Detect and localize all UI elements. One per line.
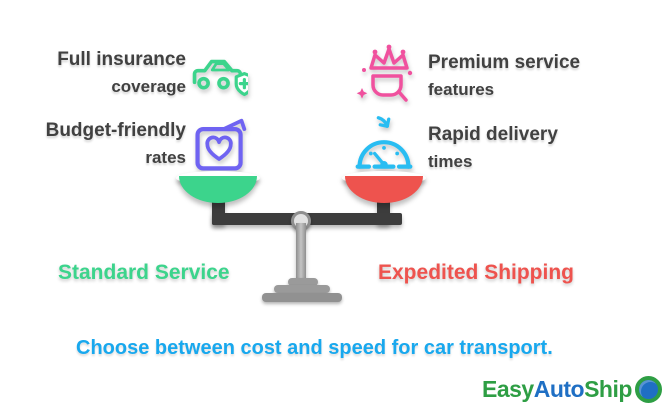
feature-line2: times	[428, 151, 473, 171]
logo-word-auto: Auto	[533, 376, 585, 402]
feature-label-premium: Premium service features	[428, 51, 613, 101]
scale-pan-right	[345, 176, 423, 203]
feature-line2: rates	[145, 147, 186, 167]
caption: Choose between cost and speed for car tr…	[76, 337, 553, 359]
scale-base	[262, 293, 342, 302]
scale-pole	[296, 223, 306, 281]
feature-label-insurance: Full insurance coverage	[14, 48, 186, 98]
feature-line2: coverage	[111, 76, 186, 96]
premium-crown-icon	[354, 40, 418, 113]
care-package-icon	[190, 116, 250, 179]
logo-word-ship: Ship	[584, 376, 632, 402]
logo-globe-icon	[634, 376, 662, 403]
speedometer-icon	[350, 114, 418, 181]
feature-label-budget: Budget-friendly rates	[14, 119, 186, 169]
logo-word-easy: Easy	[482, 376, 534, 402]
standard-service-label: Standard Service	[58, 261, 230, 284]
car-insurance-icon	[190, 44, 255, 111]
feature-line1: Full insurance	[57, 49, 186, 70]
scale-pan-left	[179, 176, 257, 203]
scale-base	[274, 285, 330, 293]
expedited-shipping-label: Expedited Shipping	[378, 261, 575, 284]
scale-base	[288, 278, 318, 286]
feature-line1: Rapid delivery	[428, 124, 558, 145]
feature-line1: Budget-friendly	[45, 120, 186, 141]
feature-label-speed: Rapid delivery times	[428, 123, 613, 173]
feature-line2: features	[428, 79, 495, 99]
feature-line1: Premium service	[428, 52, 581, 73]
